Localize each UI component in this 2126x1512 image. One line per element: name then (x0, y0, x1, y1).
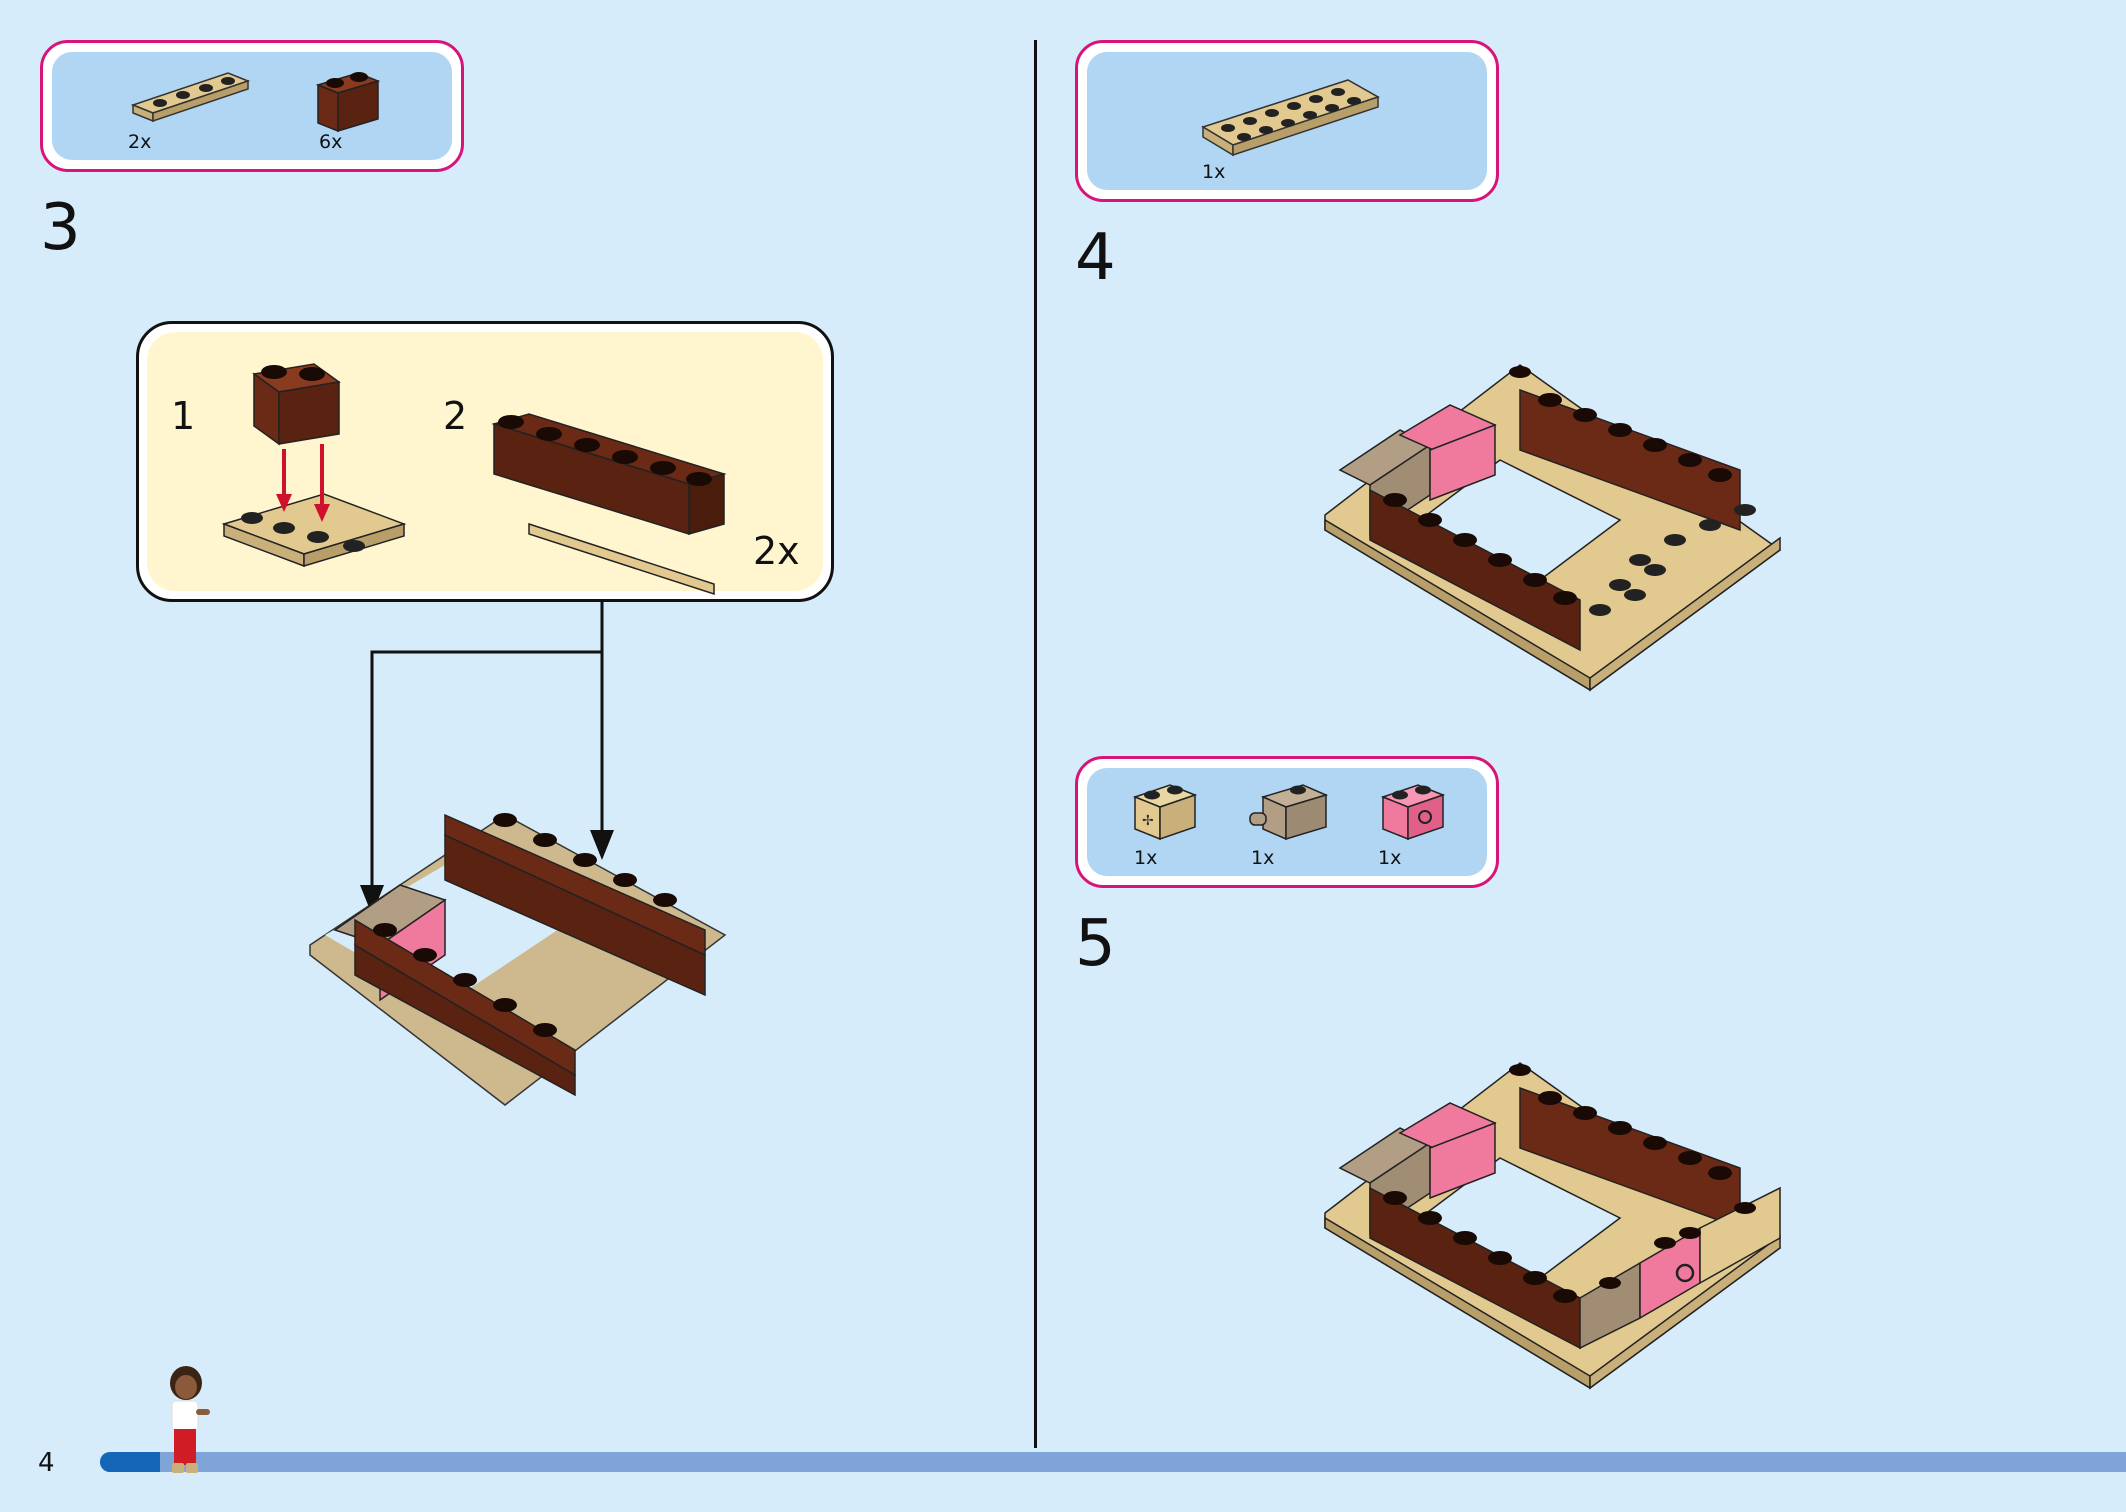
part-qty: 1x (1378, 847, 1402, 869)
page-number: 4 (38, 1448, 55, 1478)
step4-model-illustration (1324, 364, 1782, 692)
step4-parts-box: 1x (1075, 40, 1499, 202)
tan-plate-2x6-icon (1201, 79, 1380, 157)
step-number: 3 (40, 191, 81, 265)
dark-tan-clip-brick-icon (1249, 784, 1329, 841)
progress-track (100, 1452, 2126, 1472)
minifigure-icon (170, 1366, 210, 1473)
step-number: 4 (1075, 221, 1116, 295)
substep1-illustration (221, 363, 407, 568)
part-qty: 1x (1251, 847, 1275, 869)
submodel-multiplier: 2x (753, 529, 800, 573)
step5-model-illustration (1324, 1062, 1782, 1390)
brown-brick-1x2-icon (315, 72, 381, 133)
step-number: 5 (1075, 907, 1116, 981)
parts-box-inner (52, 52, 452, 160)
substep2-illustration (491, 413, 727, 596)
step5-parts-box: ✢ 1x 1x 1x (1075, 756, 1499, 888)
progress-fill (100, 1452, 160, 1472)
step3-model-illustration (309, 813, 727, 1106)
submodel-callout: 1 2 2x (136, 321, 834, 602)
part-qty: 1x (1202, 161, 1226, 183)
substep-number: 2 (443, 394, 468, 438)
part-qty: 1x (1134, 847, 1158, 869)
step3-parts-box: 2x 6x (40, 40, 464, 172)
substep-number: 1 (171, 394, 196, 438)
part-qty: 2x (128, 131, 152, 153)
svg-text:✢: ✢ (1142, 813, 1154, 829)
tan-plate-1x4-icon (130, 72, 251, 123)
part-qty: 6x (319, 131, 343, 153)
page-divider (1034, 40, 1037, 1448)
tan-technic-brick-icon: ✢ (1132, 784, 1198, 841)
pink-technic-brick-icon (1380, 784, 1446, 841)
